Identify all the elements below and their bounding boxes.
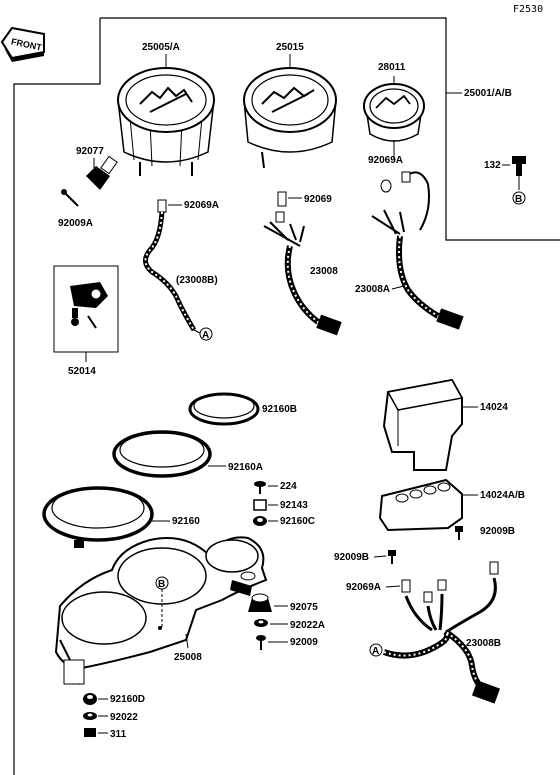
- grommet-92160c: [253, 516, 267, 526]
- callout-92009b-right: 92009B: [480, 526, 515, 537]
- screw-92009b-right: [455, 526, 463, 540]
- callout-92160d: 92160D: [110, 694, 145, 705]
- marker-b-bracket-label: B: [158, 579, 165, 590]
- callout-92009b-left: 92009B: [334, 552, 369, 563]
- callout-92160c: 92160C: [280, 516, 315, 527]
- callout-23008a: 23008A: [355, 284, 390, 295]
- nut-311: [84, 728, 96, 737]
- callout-92160b: 92160B: [262, 404, 297, 415]
- screw-92009: [256, 635, 266, 650]
- damper-92075: [248, 593, 272, 612]
- callout-311: 311: [110, 729, 127, 740]
- wiring-harness-23008b-top: [143, 199, 203, 335]
- marker-b-right: [512, 191, 526, 205]
- callout-92077: 92077: [76, 146, 104, 157]
- callout-28011: 28011: [378, 62, 406, 73]
- marker-a-bottom-label: A: [372, 646, 379, 657]
- screw-92009b-left: [388, 550, 396, 564]
- screw-part: [61, 189, 79, 207]
- marker-a-bottom: [369, 643, 383, 657]
- callout-25015: 25015: [276, 42, 304, 53]
- leader-23008a: [391, 285, 405, 290]
- callout-224: 224: [280, 481, 297, 492]
- callout-92069a-bottom: 92069A: [346, 582, 381, 593]
- marker-b-right-label: B: [515, 194, 522, 205]
- washer-92022: [83, 712, 97, 720]
- callout-92069-top: 92069: [304, 194, 332, 205]
- collar-92143: [253, 499, 267, 511]
- assembly-border-left: [13, 18, 101, 775]
- ring-92160a: [112, 430, 212, 478]
- tachometer-gauge: [117, 54, 215, 176]
- callout-92069a-right: 92069A: [368, 155, 403, 166]
- small-gauge: [363, 76, 425, 160]
- callout-132: 132: [484, 160, 501, 171]
- callout-92022a: 92022A: [290, 620, 325, 631]
- indicator-housing-14024ab: [378, 478, 463, 532]
- callout-52014: 52014: [68, 366, 96, 377]
- callout-92160a: 92160A: [228, 462, 263, 473]
- callout-92069a-top: 92069A: [184, 200, 219, 211]
- part-52014-box: [53, 265, 119, 353]
- cable-fitting-part: [86, 155, 118, 190]
- leader-92009b-left: [373, 555, 387, 558]
- marker-a-top: [199, 327, 213, 341]
- callout-92009: 92009: [290, 637, 318, 648]
- ring-92160b: [188, 392, 260, 426]
- callout-92160: 92160: [172, 516, 200, 527]
- callout-25005a: 25005/A: [142, 42, 180, 53]
- diagram-code: F2530: [513, 4, 543, 15]
- callout-14024: 14024: [480, 402, 508, 413]
- wiring-harness-23008b: [382, 561, 501, 704]
- bolt-224: [254, 481, 266, 494]
- ring-92160: [42, 486, 154, 548]
- grommet-92160d: [83, 693, 97, 705]
- washer-92022a: [254, 619, 268, 627]
- bolt-part: [512, 156, 526, 190]
- wiring-harness-23008: [263, 191, 342, 336]
- callout-92143: 92143: [280, 500, 308, 511]
- callout-23008: 23008: [310, 266, 338, 277]
- front-arrow-icon: [0, 26, 45, 62]
- speedometer-gauge: [243, 54, 337, 169]
- callout-92009a: 92009A: [58, 218, 93, 229]
- assembly-border: [100, 17, 560, 241]
- leader-92069a-bottom: [385, 585, 401, 588]
- callout-23008b: 23008B: [466, 638, 501, 649]
- wiring-harness-23008a: [371, 171, 464, 330]
- callout-92022: 92022: [110, 712, 138, 723]
- callout-23008b-paren: (23008B): [176, 275, 218, 286]
- meter-bracket-25008: [54, 536, 268, 685]
- marker-a-top-label: A: [202, 330, 209, 341]
- callout-14024ab: 14024A/B: [480, 490, 525, 501]
- callout-25008: 25008: [174, 652, 202, 663]
- indicator-cover-14024: [382, 378, 464, 471]
- callout-92075: 92075: [290, 602, 318, 613]
- sensor-part: [70, 282, 108, 362]
- callout-25001ab: 25001/A/B: [464, 88, 512, 99]
- leader-25008: [185, 633, 189, 649]
